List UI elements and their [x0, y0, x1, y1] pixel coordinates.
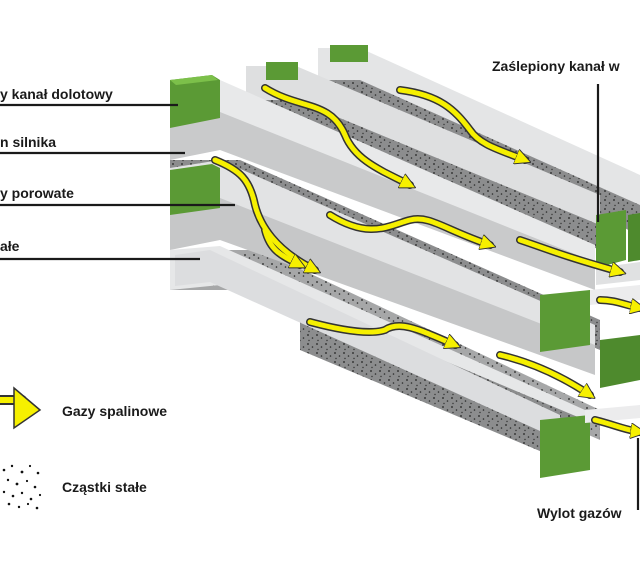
legend-arrow-icon	[0, 386, 42, 430]
leader-lines	[0, 84, 640, 510]
label-solids: ałe	[0, 238, 20, 254]
green-plugs	[170, 45, 640, 478]
label-inlet-channel: y kanał dolotowy	[0, 86, 113, 102]
label-outlet: Wylot gazów	[537, 505, 622, 521]
label-porous-walls: y porowate	[0, 185, 74, 201]
legend-solid-particles: Cząstki stałe	[62, 479, 147, 495]
label-blocked-channel: Zaślepiony kanał w	[492, 58, 620, 74]
flow-arrows	[211, 84, 640, 432]
label-engine: n silnika	[0, 134, 57, 150]
legend-particles-icon	[2, 464, 42, 510]
legend-exhaust-gases: Gazy spalinowe	[62, 403, 168, 419]
